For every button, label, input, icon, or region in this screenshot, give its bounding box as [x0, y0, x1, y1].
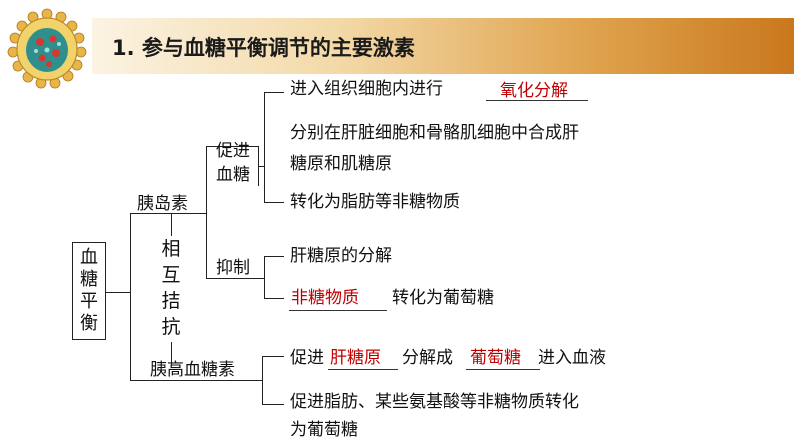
insulin-label: 胰岛素: [137, 194, 188, 214]
connector: [171, 342, 172, 366]
answer-underline: [328, 369, 398, 370]
promote-item-2-line1: 分别在肝脏细胞和骨骼肌细胞中合成肝: [290, 123, 579, 143]
inhibit-item-2-answer: 非糖物质: [291, 288, 359, 308]
connector: [262, 356, 284, 357]
connector: [206, 146, 258, 147]
answer-underline: [466, 369, 540, 370]
answer-underline: [289, 310, 387, 311]
connector: [264, 298, 284, 299]
inhibit-label: 抑制: [216, 258, 250, 278]
antagonism-char: 互: [161, 264, 181, 286]
connector: [206, 278, 264, 279]
antagonism-char: 相: [161, 238, 181, 260]
glucagon-item-1-mid: 分解成: [402, 348, 453, 368]
inhibit-item-2-text: 转化为葡萄糖: [392, 288, 494, 308]
promote-item-1-text: 进入组织细胞内进行: [290, 79, 443, 99]
connector: [262, 356, 263, 404]
glucagon-item-1-post: 进入血液: [538, 348, 606, 368]
connector: [264, 92, 265, 202]
promote-item-3-text: 转化为脂肪等非糖物质: [290, 192, 460, 212]
cell-logo-icon: [7, 8, 87, 89]
root-char: 血: [80, 247, 98, 268]
connector: [171, 214, 172, 236]
antagonism-char: 拮: [161, 290, 181, 312]
connector: [130, 213, 131, 380]
promote-label-line1: 促进: [216, 141, 250, 161]
root-box-blood-sugar-balance: 血 糖 平 衡: [72, 242, 106, 340]
connector: [258, 166, 264, 167]
glucagon-item-2-line2: 为葡萄糖: [290, 420, 358, 440]
glucagon-item-1-answer-1: 肝糖原: [330, 348, 381, 368]
connector: [262, 404, 284, 405]
connector: [206, 146, 207, 278]
connector: [130, 380, 262, 381]
inhibit-item-1-text: 肝糖原的分解: [290, 246, 392, 266]
answer-underline: [486, 100, 588, 101]
promote-label-line2: 血糖: [216, 165, 250, 185]
glucagon-item-2-line1: 促进脂肪、某些氨基酸等非糖物质转化: [290, 392, 579, 412]
root-char: 平: [80, 291, 98, 312]
glucagon-label: 胰高血糖素: [150, 360, 235, 380]
antagonism-char: 抗: [161, 316, 181, 338]
connector: [264, 256, 284, 257]
promote-item-1-answer: 氧化分解: [500, 81, 568, 101]
promote-item-2-line2: 糖原和肌糖原: [290, 154, 392, 174]
root-char: 糖: [80, 269, 98, 290]
glucagon-item-1-pre: 促进: [290, 348, 324, 368]
glucagon-item-1-answer-2: 葡萄糖: [470, 348, 521, 368]
connector: [264, 256, 265, 298]
page-title: 1. 参与血糖平衡调节的主要激素: [112, 36, 415, 60]
connector: [264, 92, 284, 93]
root-char: 衡: [80, 313, 98, 334]
connector: [130, 213, 206, 214]
connector: [264, 202, 284, 203]
connector: [106, 292, 130, 293]
header-banner: [92, 18, 794, 74]
